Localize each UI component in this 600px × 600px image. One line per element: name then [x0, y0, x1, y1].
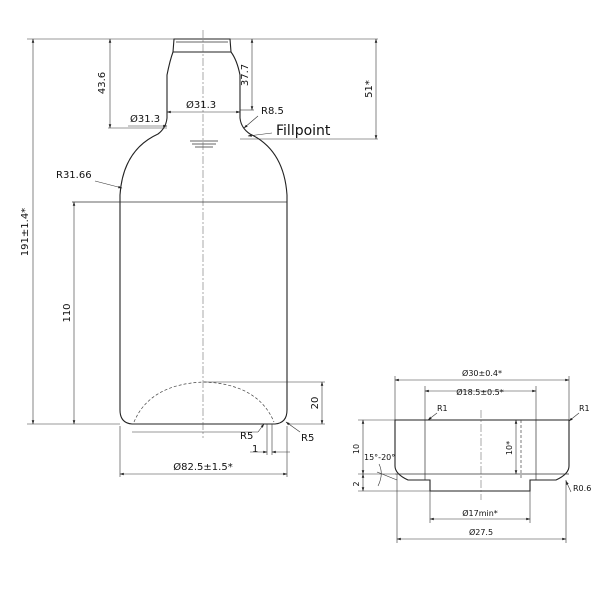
- finish-extension-lines: [358, 376, 570, 543]
- finish-bore-depth-label: 10*: [505, 441, 514, 455]
- body-height-label: 110: [62, 303, 73, 322]
- total-height-label: 191±1.4*: [20, 208, 31, 256]
- heel-radius-right-label: R5: [301, 433, 314, 444]
- finish-lip-label: 2: [352, 481, 361, 486]
- neck-height-label: 43.6: [97, 72, 108, 94]
- bottle-extension-lines: [27, 38, 378, 477]
- finish-outline: [394, 419, 570, 492]
- neck-radius-label: R8.5: [261, 106, 284, 117]
- finish-base-dia-label: Ø27.5: [469, 527, 493, 537]
- finish-height-label: 37.7: [240, 64, 251, 86]
- finish-angle-label: 15°-20°: [364, 453, 395, 462]
- finish-dimension-lines: [361, 378, 580, 541]
- punt-height-label: 20: [310, 397, 321, 410]
- finish-r-inner-label: R1: [437, 404, 448, 413]
- body-diameter-label: Ø82.5±1.5*: [173, 461, 232, 473]
- base-offset-label: 1: [252, 444, 258, 455]
- finish-r-outer-label: R1: [579, 404, 590, 413]
- finish-bore-dia-label: Ø18.5±0.5*: [456, 387, 504, 397]
- neck-dia-center-label: Ø31.3: [186, 99, 216, 111]
- finish-min-bore-label: Ø17min*: [462, 508, 498, 518]
- finish-total-height-label: 10: [352, 444, 361, 454]
- heel-radius-left-label: R5: [240, 431, 253, 442]
- finish-outer-dia-label: Ø30±0.4*: [462, 368, 502, 378]
- fillpoint-label: Fillpoint: [276, 123, 331, 139]
- neck-dia-left-label: Ø31.3: [130, 113, 160, 125]
- shoulder-radius-label: R31.66: [56, 170, 92, 181]
- finish-r-small-label: R0.6: [573, 484, 591, 493]
- bottle-outline: [119, 38, 288, 425]
- fill-height-label: 51*: [364, 80, 375, 98]
- bottle-dimension-lines: [31, 38, 378, 476]
